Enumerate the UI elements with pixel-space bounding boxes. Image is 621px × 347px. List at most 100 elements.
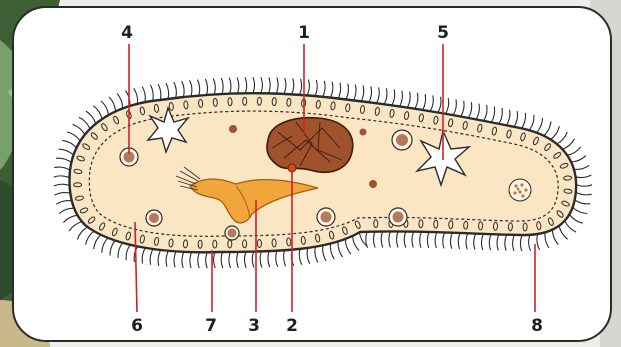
trichocyst [375, 107, 380, 115]
cilium [384, 88, 387, 104]
cilium [268, 251, 270, 267]
cilium [552, 230, 558, 245]
cilium [574, 165, 590, 169]
cilium [109, 97, 116, 112]
cilium [118, 243, 123, 258]
trichocyst [360, 105, 365, 113]
cilium [468, 102, 471, 118]
cilium [86, 111, 96, 124]
cilium [381, 232, 383, 248]
macronucleus [267, 118, 353, 173]
trichocyst [169, 102, 174, 110]
cilium [430, 95, 433, 111]
cilium [190, 80, 192, 96]
cilium [392, 90, 395, 106]
label-4: 4 [121, 23, 133, 43]
trichocyst [228, 240, 232, 248]
cilium [513, 235, 515, 251]
cilium [545, 232, 549, 248]
cilium [269, 77, 271, 93]
cilium [54, 176, 70, 178]
cilium [158, 250, 161, 266]
cilium [59, 149, 74, 155]
cilium [559, 226, 568, 239]
cilium [369, 86, 372, 102]
cilium [551, 126, 560, 139]
cilium [576, 185, 592, 187]
trichocyst [184, 101, 189, 109]
trichocyst [523, 223, 527, 231]
cilium [307, 80, 309, 96]
cilium [520, 235, 522, 251]
cilium [174, 82, 177, 98]
trichocyst [198, 99, 203, 107]
cilium [174, 251, 176, 267]
cilium [450, 233, 452, 249]
cilium [276, 251, 278, 267]
cilium [377, 87, 380, 103]
cilium [86, 231, 94, 245]
cilium [499, 108, 502, 124]
food-vacuole [392, 130, 412, 150]
cilium [338, 242, 343, 257]
trichocyst [257, 97, 261, 105]
cilium [63, 215, 77, 222]
cilium [190, 252, 192, 268]
food-particle [369, 180, 377, 188]
trichocyst [449, 221, 453, 229]
cilium [544, 122, 551, 136]
trichocyst [287, 238, 292, 246]
cilium [117, 94, 123, 109]
cilium [110, 241, 115, 256]
cilium [397, 232, 399, 248]
cilium [537, 234, 540, 250]
cilium [491, 107, 494, 123]
trichocyst [213, 240, 217, 248]
trichocyst [154, 104, 159, 112]
cilium [575, 200, 591, 204]
cilium [529, 235, 531, 251]
cilium [446, 98, 449, 114]
cilium [389, 232, 391, 248]
trichocyst [243, 97, 247, 105]
forming-vacuole [509, 179, 531, 201]
cilium [198, 252, 200, 268]
cilium [101, 101, 109, 115]
trichocyst [272, 239, 276, 247]
cilium [443, 232, 445, 248]
cilium [198, 80, 200, 96]
cilium [438, 97, 441, 113]
cilium [229, 252, 231, 268]
cilium [67, 132, 80, 141]
cilium [323, 81, 325, 97]
cilium [569, 215, 582, 224]
cilium [55, 193, 71, 196]
cilium [407, 92, 410, 108]
cilium [330, 244, 334, 260]
cilium [94, 235, 101, 249]
cilium [562, 139, 574, 150]
cilium [514, 111, 517, 127]
cilium [166, 251, 168, 267]
trichocyst [331, 102, 336, 110]
cilium [346, 84, 349, 100]
label-6: 6 [131, 316, 143, 336]
cilium [484, 105, 487, 121]
cilium [150, 249, 153, 265]
cilium [93, 106, 102, 119]
trichocyst [419, 220, 423, 228]
trichocyst [316, 100, 321, 108]
cilium [237, 252, 239, 268]
cilium [102, 238, 108, 253]
cilium [284, 250, 286, 266]
cilium [261, 77, 263, 93]
cilium [338, 83, 341, 99]
cilium [292, 78, 294, 94]
cilium [244, 252, 246, 268]
cilium [221, 252, 223, 268]
cilium [353, 236, 360, 251]
cilium [79, 117, 90, 129]
cilium [142, 248, 145, 264]
